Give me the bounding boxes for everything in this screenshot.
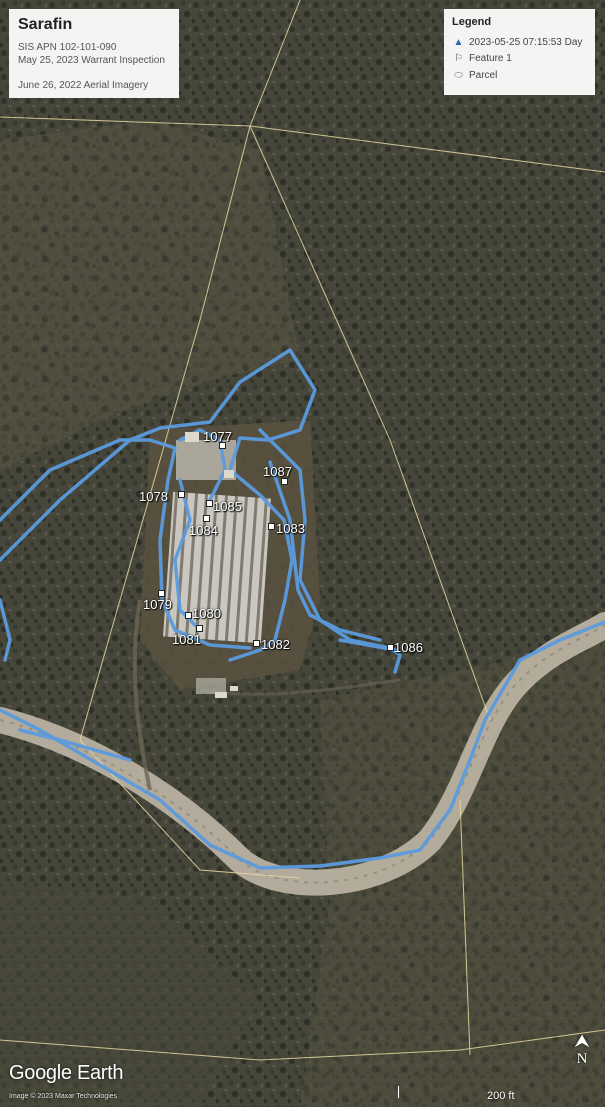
waypoint-label: 1081 <box>172 632 201 647</box>
greenhouse-block <box>163 440 271 694</box>
imagery-text: June 26, 2022 Aerial Imagery <box>18 80 149 91</box>
waypoint-label: 1086 <box>394 640 423 655</box>
waypoint-label: 1080 <box>192 606 221 621</box>
waypoint-marker-icon <box>268 523 275 530</box>
imagery-credit: Image © 2023 Maxar Technologies <box>9 1093 118 1100</box>
legend-item-parcel: ⬭ Parcel <box>452 70 497 84</box>
polygon-icon: ⬭ <box>454 70 463 81</box>
legend-item-track: ▲ 2023-05-25 07:15:53 Day <box>452 37 583 51</box>
north-letter: N <box>576 1051 588 1067</box>
google-earth-logo: Google Earth <box>9 1062 124 1084</box>
waypoint-marker-icon <box>178 491 185 498</box>
waypoint-marker-icon <box>206 500 213 507</box>
track-arrow-icon: ▲ <box>453 37 464 48</box>
waypoint-marker-icon <box>387 644 394 651</box>
waypoint-label: 1077 <box>203 429 232 444</box>
legend-item-label: 2023-05-25 07:15:53 Day <box>469 37 583 48</box>
flag-icon: ⚐ <box>454 53 463 64</box>
waypoint-marker-icon <box>253 640 260 647</box>
waypoint-marker-icon <box>158 590 165 597</box>
inspection-text: May 25, 2023 Warrant Inspection <box>18 55 165 66</box>
terrain-patch <box>0 120 300 470</box>
legend-item-label: Feature 1 <box>469 53 512 64</box>
waypoint-label: 1085 <box>213 499 242 514</box>
waypoint-label: 1078 <box>139 489 168 504</box>
waypoint-label: 1083 <box>276 521 305 536</box>
scale-label: 200 ft <box>487 1090 515 1102</box>
side-track <box>132 599 152 791</box>
scale-bar <box>398 1086 519 1098</box>
waypoint-label: 1082 <box>261 637 290 652</box>
waypoint-label: 1084 <box>189 523 218 538</box>
legend-panel: Legend ▲ 2023-05-25 07:15:53 Day ⚐ Feature… <box>444 9 595 95</box>
dirt-road-edge <box>0 624 605 884</box>
waypoint-label: 1079 <box>143 597 172 612</box>
terrain-patch <box>0 880 260 1107</box>
legend-item-label: Parcel <box>469 70 498 81</box>
waypoint-marker-icon <box>185 612 192 619</box>
title-panel: Sarafin SIS APN 102-101-090 May 25, 2023… <box>9 9 179 98</box>
structures <box>185 432 238 698</box>
north-arrow-icon[interactable]: ⮝ N <box>571 1031 593 1075</box>
terrain-patch <box>300 640 605 1107</box>
apn-text: SIS APN 102-101-090 <box>18 42 117 53</box>
parcel-boundary <box>0 0 605 1061</box>
waypoint-marker-icon <box>219 442 226 449</box>
waypoint-marker-icon <box>281 478 288 485</box>
north-arrow-glyph: ⮝ <box>574 1031 590 1051</box>
waypoint-marker-icon <box>203 515 210 522</box>
map-title: Sarafin <box>18 16 73 33</box>
legend-item-feature: ⚐ Feature 1 <box>452 53 512 67</box>
waypoint-marker-icon <box>196 625 203 632</box>
legend-title: Legend <box>452 16 492 28</box>
waypoint-label: 1087 <box>263 464 292 479</box>
